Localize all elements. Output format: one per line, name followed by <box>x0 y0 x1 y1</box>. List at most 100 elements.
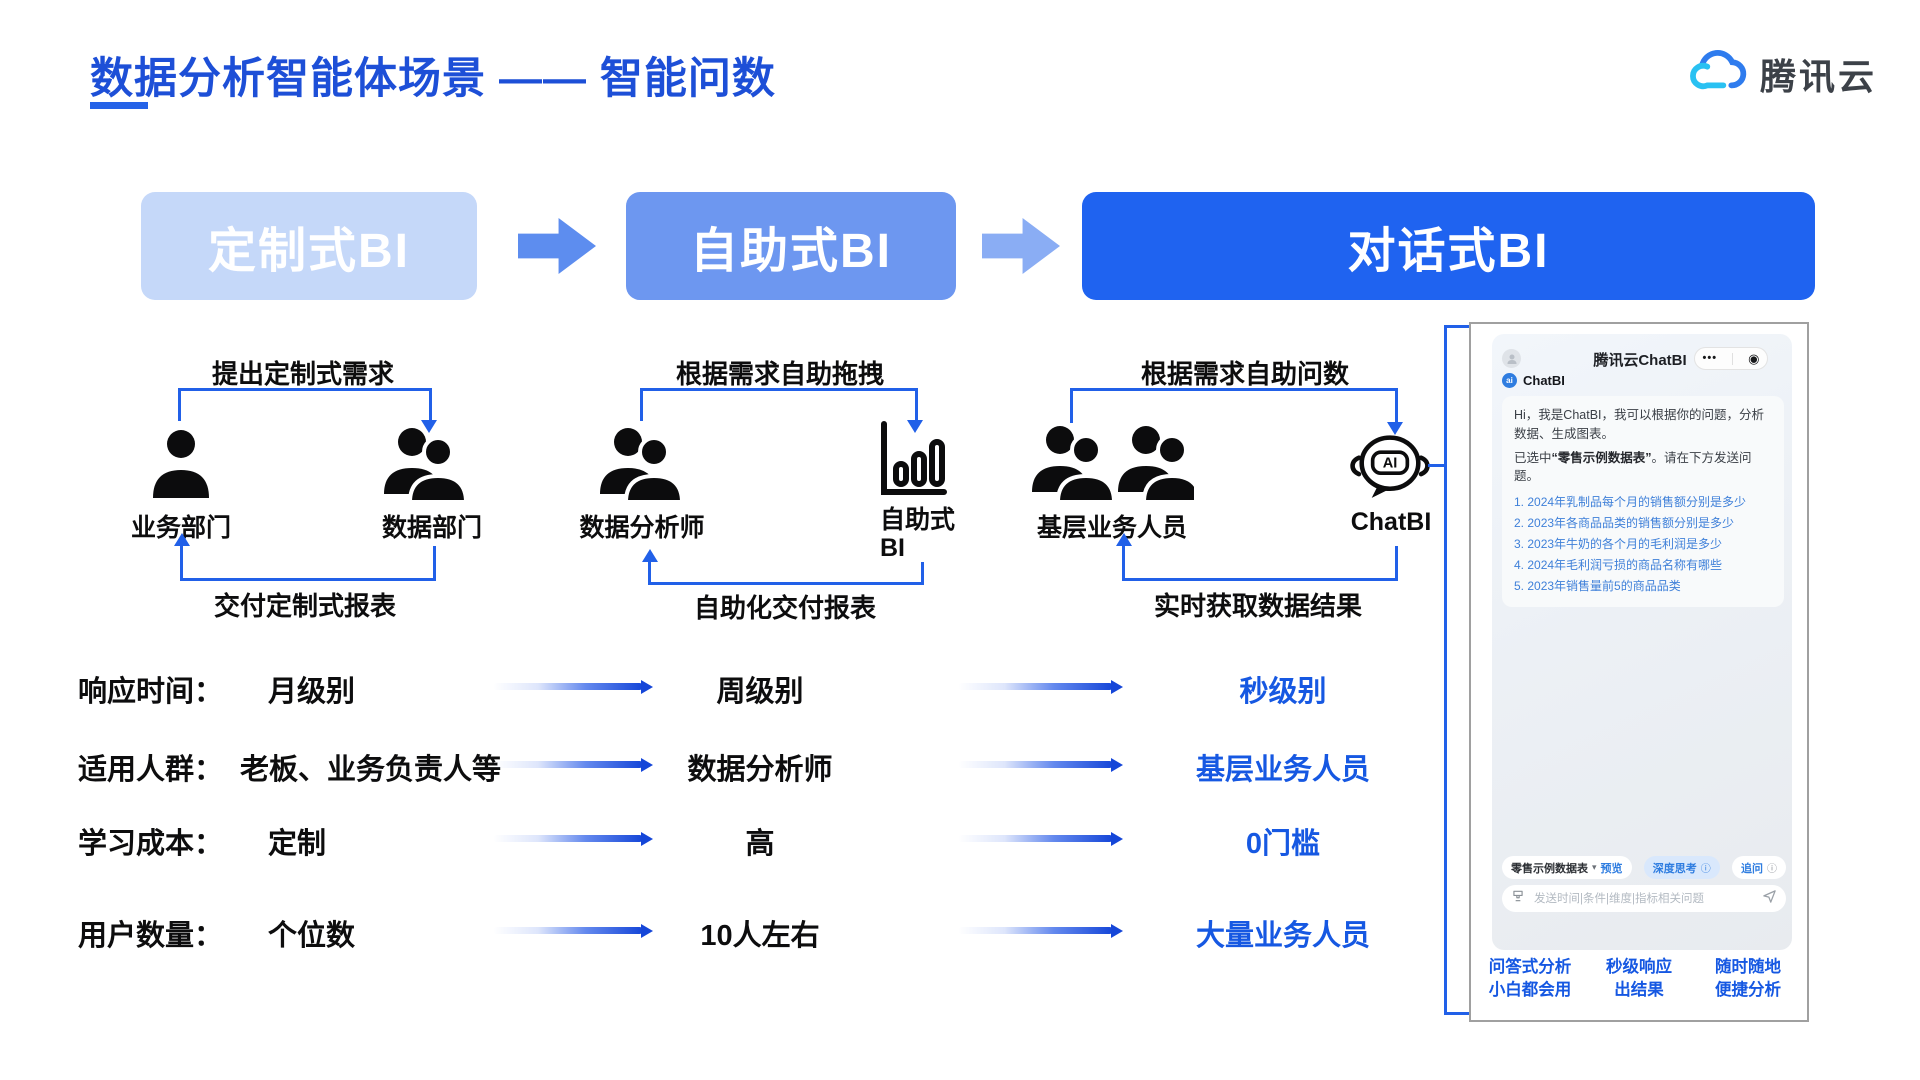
row-users-self: 10人左右 <box>700 920 820 952</box>
flow2-right-label: 自助式 BI <box>880 506 970 562</box>
stage-arrow-1-icon <box>518 218 596 274</box>
row-learning-self: 高 <box>745 828 775 860</box>
row-response-self: 周级别 <box>716 676 804 708</box>
bot-identity-row: ai ChatBI <box>1502 373 1565 388</box>
flow1-right-label: 数据部门 <box>381 514 482 542</box>
msg2-pre: 已选中 <box>1514 450 1552 465</box>
deep-think-toggle[interactable]: 深度思考 ⓘ <box>1643 856 1720 879</box>
cloud-logo-icon <box>1686 49 1750 100</box>
feature-line: 出结果 <box>1614 981 1664 999</box>
bracket-bottom-stub <box>1444 1012 1470 1015</box>
progress-arrow-icon <box>958 927 1113 934</box>
suggested-question[interactable]: 4. 2024年毛利润亏损的商品名称有哪些 <box>1514 558 1723 572</box>
row-users-custom: 个位数 <box>268 920 356 952</box>
tencent-cloud-logo: 腾讯云 <box>1686 48 1877 100</box>
progress-arrow-icon <box>493 927 643 934</box>
bracket-vertical <box>1444 325 1447 1015</box>
flow1-top-arrow <box>178 388 437 433</box>
title-underline <box>90 102 148 109</box>
flow2-bottom-label: 自助化交付报表 <box>693 593 876 623</box>
flow3-bottom-arrow <box>1116 533 1398 581</box>
progress-arrow-icon <box>493 761 643 768</box>
people-icon <box>594 422 686 507</box>
info-icon: ⓘ <box>1767 864 1777 875</box>
flow3-top-arrow <box>1070 388 1403 435</box>
suggested-question[interactable]: 2. 2023年各商品品类的销售额分别是多少 <box>1514 516 1735 530</box>
mini-program-capsule: ••• ◉ <box>1694 347 1768 370</box>
flow2-left-label: 数据分析师 <box>579 514 705 542</box>
flow2-bottom-arrow <box>642 549 924 585</box>
chat-bubble: Hi，我是ChatBI，我可以根据你的问题，分析数据、生成图表。 已选中“零售示… <box>1502 396 1784 607</box>
person-icon <box>146 424 216 507</box>
chatbi-logo-icon: ai <box>1502 373 1517 388</box>
stage-custom-bi: 定制式BI <box>141 192 477 300</box>
group-icon <box>1030 420 1203 507</box>
row-audience-custom: 老板、业务负责人等 <box>240 754 502 786</box>
suggested-question[interactable]: 5. 2023年销售量前5的商品品类 <box>1514 579 1681 593</box>
flow2-right-label-line1: 自助式 <box>880 506 956 534</box>
progress-arrow-icon <box>958 761 1113 768</box>
bar-chart-icon <box>874 418 950 505</box>
stage-selfservice-bi-label: 自助式BI <box>689 225 892 278</box>
flow2-right-label-line2: BI <box>880 534 905 562</box>
chevron-down-icon: ▾ <box>1592 862 1597 872</box>
feature-highlights: 问答式分析 小白都会用 秒级响应 出结果 随时随地 便捷分析 <box>1478 956 1800 1002</box>
msg2-dataset: “零售示例数据表” <box>1551 450 1652 465</box>
stage-conversational-bi-label: 对话式BI <box>1347 225 1550 278</box>
message-input-bar <box>1502 885 1786 912</box>
row-learning-label: 学习成本： <box>78 828 224 860</box>
row-response-custom: 月级别 <box>268 676 356 708</box>
chatbot-ai-icon: AI <box>1348 430 1432 505</box>
progress-arrow-icon <box>493 835 643 842</box>
dataset-selector[interactable]: 零售示例数据表 ▾ 预览 <box>1502 856 1632 879</box>
capsule-divider <box>1732 352 1734 365</box>
row-audience-self: 数据分析师 <box>687 754 833 786</box>
chat-toolbar: 零售示例数据表 ▾ 预览 深度思考 ⓘ 追问 ⓘ <box>1502 856 1786 879</box>
info-icon: ⓘ <box>1700 864 1711 875</box>
people-icon <box>378 422 470 507</box>
close-circle-icon[interactable]: ◉ <box>1748 351 1760 366</box>
feature-line: 便捷分析 <box>1715 981 1781 999</box>
flow1-bottom-arrow <box>174 533 436 581</box>
deep-think-label: 深度思考 <box>1652 862 1697 875</box>
bot-name: ChatBI <box>1523 373 1565 388</box>
flow3-right-label: ChatBI <box>1350 508 1432 536</box>
stage-selfservice-bi: 自助式BI <box>626 192 956 300</box>
flow3-left-label: 基层业务人员 <box>1036 514 1187 542</box>
preview-link[interactable]: 预览 <box>1600 862 1623 875</box>
suggested-question[interactable]: 3. 2023年牛奶的各个月的毛利润是多少 <box>1514 537 1723 551</box>
phone-header-title: 腾讯云ChatBI <box>1593 352 1687 369</box>
flow3-bottom-label: 实时获取数据结果 <box>1153 591 1362 621</box>
progress-arrow-icon <box>493 683 643 690</box>
toolbox-icon[interactable] <box>1511 889 1525 908</box>
msg2-post: 。请在下方发送问题。 <box>1514 450 1752 484</box>
feature-line: 问答式分析 <box>1488 958 1572 976</box>
follow-up-toggle[interactable]: 追问 ⓘ <box>1732 856 1786 879</box>
flow1-bottom-label: 交付定制式报表 <box>213 591 396 621</box>
row-response-label: 响应时间： <box>78 676 224 708</box>
feature-line: 随时随地 <box>1715 958 1781 976</box>
stage-conversational-bi: 对话式BI <box>1082 192 1815 300</box>
ai-label: AI <box>1383 456 1398 472</box>
message-input[interactable] <box>1532 891 1755 906</box>
progress-arrow-icon <box>958 835 1113 842</box>
send-icon[interactable] <box>1762 889 1777 909</box>
bracket-top-stub <box>1444 325 1470 328</box>
flow2-top-label: 根据需求自助拖拽 <box>675 359 884 389</box>
row-users-chat: 大量业务人员 <box>1195 920 1370 952</box>
row-learning-custom: 定制 <box>268 828 327 860</box>
more-menu-icon[interactable]: ••• <box>1702 352 1718 364</box>
suggested-question[interactable]: 1. 2024年乳制品每个月的销售额分别是多少 <box>1514 495 1747 509</box>
feature-speed: 秒级响应 出结果 <box>1587 956 1691 1002</box>
row-response-chat: 秒级别 <box>1239 676 1327 708</box>
row-audience-chat: 基层业务人员 <box>1195 754 1370 786</box>
flow2-top-arrow <box>640 388 923 433</box>
page-title: 数据分析智能体场景 —— 智能问数 <box>90 55 776 103</box>
stage-arrow-2-icon <box>982 218 1060 274</box>
bot-message-1: Hi，我是ChatBI，我可以根据你的问题，分析数据、生成图表。 <box>1514 408 1765 441</box>
logo-text: 腾讯云 <box>1760 56 1878 97</box>
feature-anywhere: 随时随地 便捷分析 <box>1696 956 1800 1002</box>
flow3-top-label: 根据需求自助问数 <box>1140 359 1349 389</box>
progress-arrow-icon <box>958 683 1113 690</box>
